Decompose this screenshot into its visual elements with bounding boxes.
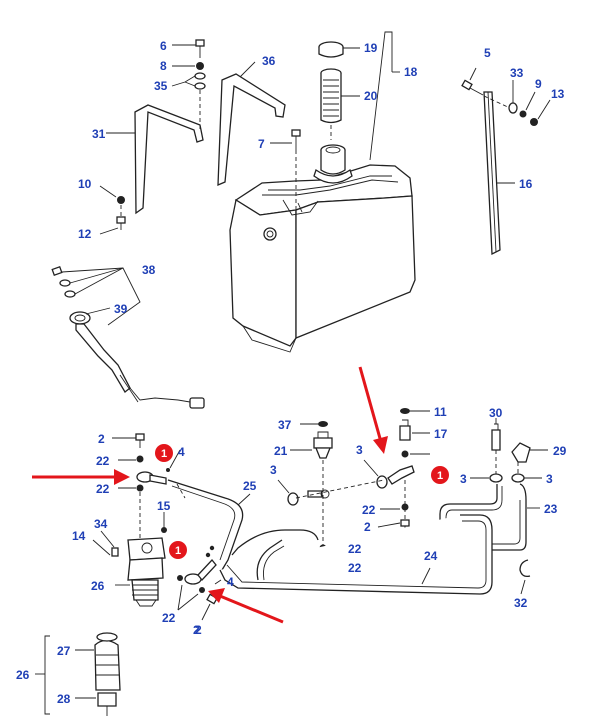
part-label: 17 (434, 427, 448, 441)
part-label: 35 (154, 79, 168, 93)
part-label: 19 (364, 41, 378, 55)
part-label: 34 (94, 517, 108, 531)
part-label: 30 (489, 406, 503, 420)
part-label: 2 (364, 520, 371, 534)
fuel-level-sender (51, 265, 205, 409)
part-label: 22 (96, 482, 110, 496)
arrow-top (358, 366, 388, 454)
part-label: 6 (160, 39, 167, 53)
callout-number: 1 (175, 545, 181, 557)
part-label: 27 (57, 644, 71, 658)
part-label: 26 (16, 668, 30, 682)
part-label: 18 (404, 65, 418, 79)
tank-outlet-fittings (470, 418, 548, 483)
return-fittings (295, 408, 430, 534)
pipe-clip (519, 559, 531, 595)
part-label: 38 (142, 263, 156, 277)
callout-badge: 1 (155, 444, 173, 462)
part-label: 5 (484, 46, 491, 60)
filter-head-assembly (92, 433, 251, 621)
red-arrows (32, 366, 388, 624)
part-label: 2 (98, 432, 105, 446)
part-label: 3 (270, 463, 277, 477)
part-label: 22 (362, 503, 376, 517)
callout-number: 1 (437, 470, 443, 482)
part-label: 25 (243, 479, 257, 493)
part-label: 26 (91, 579, 105, 593)
part-label: 32 (514, 596, 528, 610)
part-label: 33 (510, 66, 524, 80)
part-label: 13 (551, 87, 565, 101)
filter-element-assembly (35, 632, 121, 716)
arrow-bottom (208, 588, 284, 624)
part-label: 22 (348, 542, 362, 556)
tank-strap-36 (217, 61, 286, 187)
fuel-tank (229, 31, 416, 353)
part-label: 21 (274, 444, 288, 458)
part-label: 3 (356, 443, 363, 457)
part-label: 3 (546, 472, 553, 486)
part-label: 20 (364, 89, 378, 103)
strap-bolt (171, 39, 206, 130)
part-label: 31 (92, 127, 106, 141)
part-label: 22 (162, 611, 176, 625)
part-label: 37 (278, 418, 292, 432)
filler-strainer (320, 68, 360, 140)
part-label: 7 (258, 137, 265, 151)
part-label: 9 (535, 77, 542, 91)
part-label: 3 (460, 472, 467, 486)
part-label: 22 (348, 561, 362, 575)
strap-nut (99, 185, 126, 235)
fuel-pipes (219, 483, 540, 595)
part-label: 22 (96, 454, 110, 468)
tank-bolt (270, 129, 301, 230)
part-label: 23 (544, 502, 558, 516)
part-label: 28 (57, 692, 71, 706)
part-label: 15 (157, 499, 171, 513)
part-label: 10 (78, 177, 92, 191)
part-label: 36 (262, 54, 276, 68)
part-label: 14 (72, 529, 86, 543)
part-label: 16 (519, 177, 533, 191)
part-label: 4 (178, 445, 185, 459)
callout-number: 1 (161, 448, 167, 460)
part-label: 12 (78, 227, 92, 241)
callout-badge: 1 (431, 466, 449, 484)
arrow-left (32, 469, 130, 485)
part-labels: 6 8 35 36 31 19 20 18 7 10 12 5 33 9 13 … (16, 39, 567, 706)
part-label: 2 (193, 623, 200, 637)
part-label: 39 (114, 302, 128, 316)
callout-badge: 1 (169, 541, 187, 559)
part-label: 11 (434, 405, 447, 419)
part-label: 4 (227, 575, 234, 589)
part-label: 8 (160, 59, 167, 73)
filler-cap (318, 41, 360, 58)
part-label: 24 (424, 549, 438, 563)
tank-strap-16 (461, 67, 551, 256)
part-label: 2 (195, 623, 202, 637)
part-label: 29 (553, 444, 567, 458)
tank-strap-31 (106, 104, 204, 215)
